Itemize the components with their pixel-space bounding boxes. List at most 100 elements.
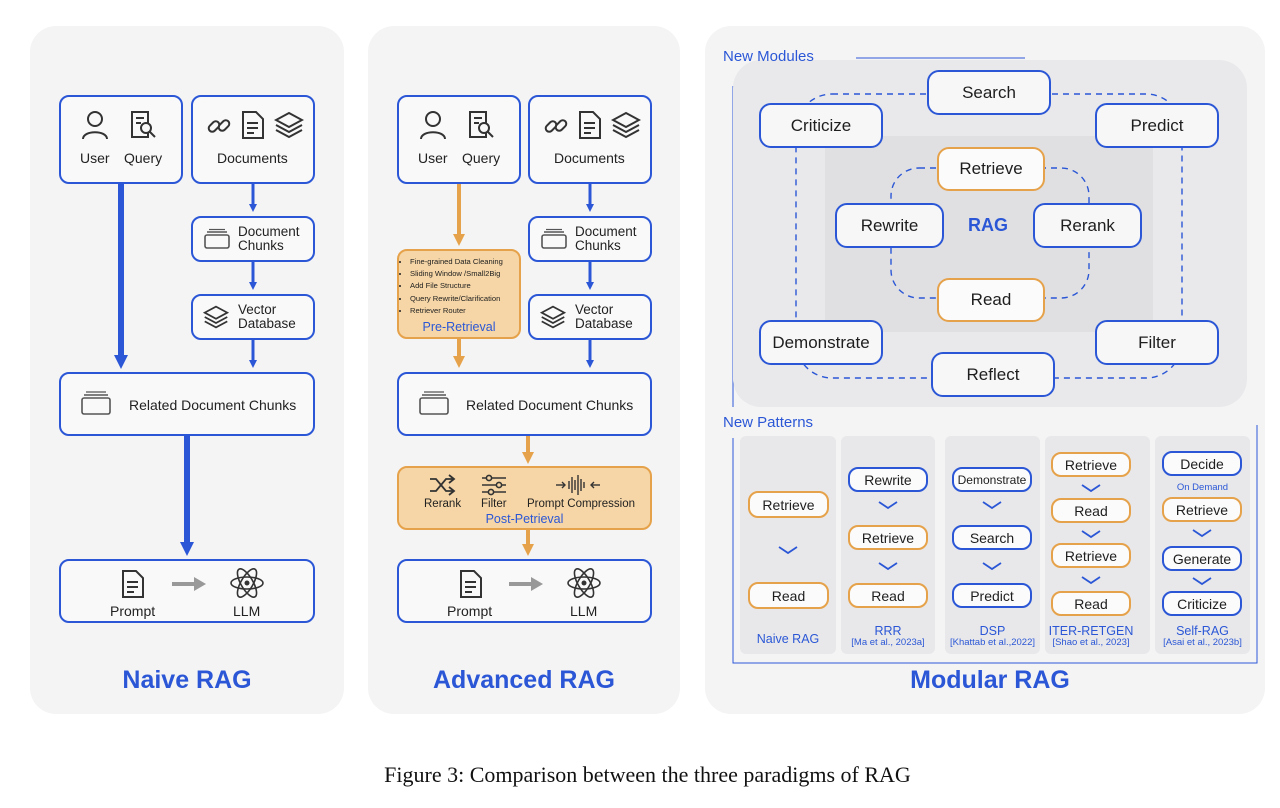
adv-documents-label: Documents [554,150,625,166]
database-layers-icon [203,305,229,329]
module-search: Search [927,70,1051,115]
chevron-down-icon [1192,577,1212,586]
chevron-down-icon [1081,484,1101,493]
layers-icon [611,111,641,139]
chevron-down-icon [1192,529,1212,538]
atom-icon [567,568,601,598]
gray-arrow-icon [509,577,543,591]
naive-rag-title: Naive RAG [122,666,252,694]
adv-doc-chunks-box [528,216,652,262]
naive-query-label: Query [124,150,163,166]
naive-related-chunks-label: Related Document Chunks [129,397,297,413]
naive-user-query-box [59,95,183,184]
filter-label: Filter [481,498,507,510]
pattern-step: Decide [1162,451,1242,476]
pattern-step: Predict [952,583,1032,608]
chevron-down-icon [982,501,1002,510]
naive-user-label: User [80,150,110,166]
pattern-step: Demonstrate [952,467,1032,492]
new-patterns-heading: New Patterns [723,414,814,431]
naive-documents-box [191,95,315,184]
pre-retrieval-box [397,249,521,339]
pre-retrieval-title: Pre-Retrieval [422,320,496,334]
naive-related-chunks-box [59,372,315,436]
prompt-document-icon [460,570,482,598]
pattern-step: Retrieve [748,491,829,518]
post-retrieval-box [397,466,652,530]
pattern-name: DSP [979,624,1006,638]
chunks-icon [541,228,567,249]
patterns-frame-line [732,425,1258,664]
adv-vector-db-label: Vector Database [575,302,633,331]
adv-doc-chunks-label: Document Chunks [575,224,637,253]
naive-prompt-llm-box [59,559,315,623]
adv-related-chunks-label: Related Document Chunks [466,397,634,413]
new-modules-heading: New Modules [723,48,814,65]
module-read: Read [937,278,1045,322]
adv-user-query-box [397,95,521,184]
pre-retrieval-item: Sliding Window /Small2Big [410,268,520,280]
module-retrieve: Retrieve [937,147,1045,191]
shuffle-icon [430,474,456,496]
pre-retrieval-item: Retriever Router [410,305,520,317]
link-icon [207,119,231,133]
compression-icon [556,475,600,495]
rerank-label: Rerank [424,498,462,510]
gray-arrow-icon [172,577,206,591]
pre-retrieval-item: Query Rewrite/Clarification [410,293,520,305]
naive-llm-label: LLM [233,603,261,619]
adv-query-label: Query [462,150,501,166]
document-icon [579,111,601,139]
chevron-down-icon [778,546,798,555]
adv-prompt-label: Prompt [447,603,493,619]
layers-icon [274,111,304,139]
modular-rag-title: Modular RAG [910,666,1070,694]
chevron-down-icon [1081,530,1101,539]
rag-center-label: RAG [968,215,1008,235]
chevron-down-icon [982,562,1002,571]
adv-documents-box [528,95,652,184]
pre-retrieval-item: Fine-grained Data Cleaning [410,256,520,268]
pattern-step: Search [952,525,1032,550]
pre-retrieval-item: Add File Structure [410,280,520,292]
pattern-name: RRR [874,624,902,638]
adv-related-chunks-box [397,372,652,436]
database-layers-icon [540,305,566,329]
user-icon [420,111,446,140]
related-chunks-icon [419,391,449,415]
figure-caption: Figure 3: Comparison between the three p… [384,762,911,787]
related-chunks-icon [81,391,111,415]
module-filter: Filter [1095,320,1219,365]
post-retrieval-title: Post-Petrieval [485,512,564,526]
advanced-rag-title: Advanced RAG [433,666,615,694]
naive-documents-label: Documents [217,150,288,166]
chunks-icon [204,228,230,249]
pattern-step: Retrieve [1051,452,1131,477]
pattern-step: Read [1051,498,1131,523]
pattern-column-naive [740,436,836,654]
document-icon [242,111,264,139]
prompt-document-icon [122,570,144,598]
naive-doc-chunks-label: Document Chunks [238,224,300,253]
module-criticize: Criticize [759,103,883,148]
pattern-ref: [Shao et al., 2023] [1052,637,1130,648]
pattern-step: Retrieve [1051,543,1131,568]
naive-vector-db-label: Vector Database [238,302,296,331]
pattern-step: Generate [1162,546,1242,571]
module-demonstrate: Demonstrate [759,320,883,365]
adv-user-label: User [418,150,448,166]
query-icon [469,111,494,138]
pattern-step: Read [848,583,928,608]
chevron-down-icon [878,501,898,510]
rag-core-area [825,136,1153,332]
pattern-step: Criticize [1162,591,1242,616]
naive-doc-chunks-box [191,216,315,262]
query-icon [131,111,156,138]
pattern-ref: [Ma et al., 2023a] [851,637,925,648]
adv-prompt-llm-box [397,559,652,623]
adv-llm-label: LLM [570,603,598,619]
pattern-step: Retrieve [1162,497,1242,522]
chevron-down-icon [878,562,898,571]
pattern-step: Read [1051,591,1131,616]
pattern-step: Rewrite [848,467,928,492]
